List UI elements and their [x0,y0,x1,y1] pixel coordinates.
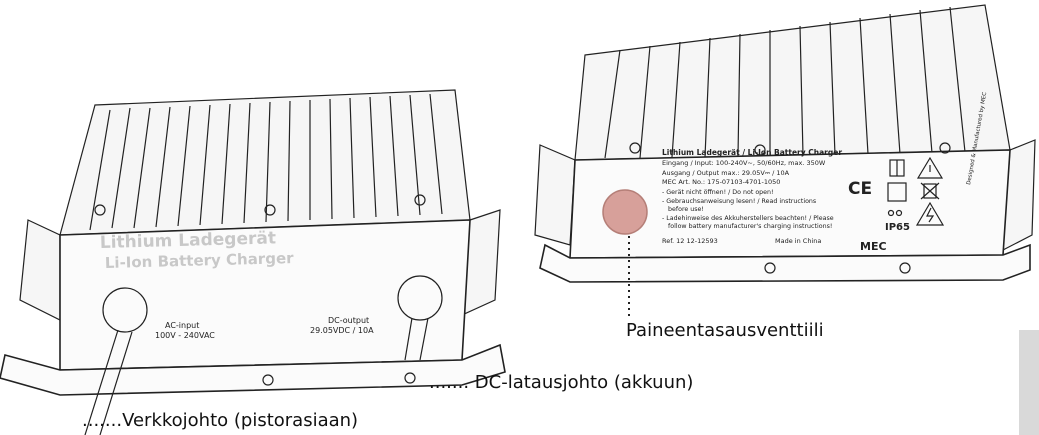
mains-cable-callout: .......Verkkojohto (pistorasiaan) [82,410,358,431]
label-output: Ausgang / Output max.: 29.05V⎓ / 10A [662,169,790,177]
label-warn3: - Ladehinweise des Akkuherstellers beach… [662,215,834,222]
right-charger: Lithium Ladegerät / Li-Ion Battery Charg… [535,5,1035,282]
ac-value: 100V - 240VAC [155,331,215,340]
label-title: Lithium Ladegerät / Li-Ion Battery Charg… [662,148,842,157]
label-warn2: - Gebrauchsanweisung lesen! / Read instr… [662,198,816,205]
label-input: Eingang / Input: 100-240V~, 50/60Hz, max… [662,159,826,167]
pressure-vent [603,190,647,234]
dc-value: 29.05VDC / 10A [310,326,374,335]
label-art: MEC Art. No.: 175-07103-4701-1050 [662,178,780,186]
dc-cable-leader: ....... [429,372,475,393]
label-made-in: Made in China [775,237,821,245]
right-heatsink-fins [575,5,1010,160]
vent-callout: Paineentasausventtiili [626,320,824,341]
mains-cable-leader: ....... [82,410,122,431]
label-warn3b: follow battery manufacturer's charging i… [668,223,832,230]
dc-cable-label: DC-latausjohto (akkuun) [475,372,694,393]
label-ref: Ref. 12 12-12593 [662,237,718,245]
label-warn1: - Gerät nicht öffnen! / Do not open! [662,189,774,196]
mains-cable-label: Verkkojohto (pistorasiaan) [122,410,358,431]
label-warn2b: before use! [668,206,704,213]
ac-label: AC-input [165,321,199,330]
ce-mark: CE [848,179,872,199]
dc-cable-callout: ....... DC-latausjohto (akkuun) [429,372,693,393]
brand-logo: MEC [860,240,887,253]
side-tab [1019,330,1039,435]
ip-rating: IP65 [885,222,910,233]
left-heatsink-fins [60,90,470,235]
dc-label: DC-output [328,316,369,325]
